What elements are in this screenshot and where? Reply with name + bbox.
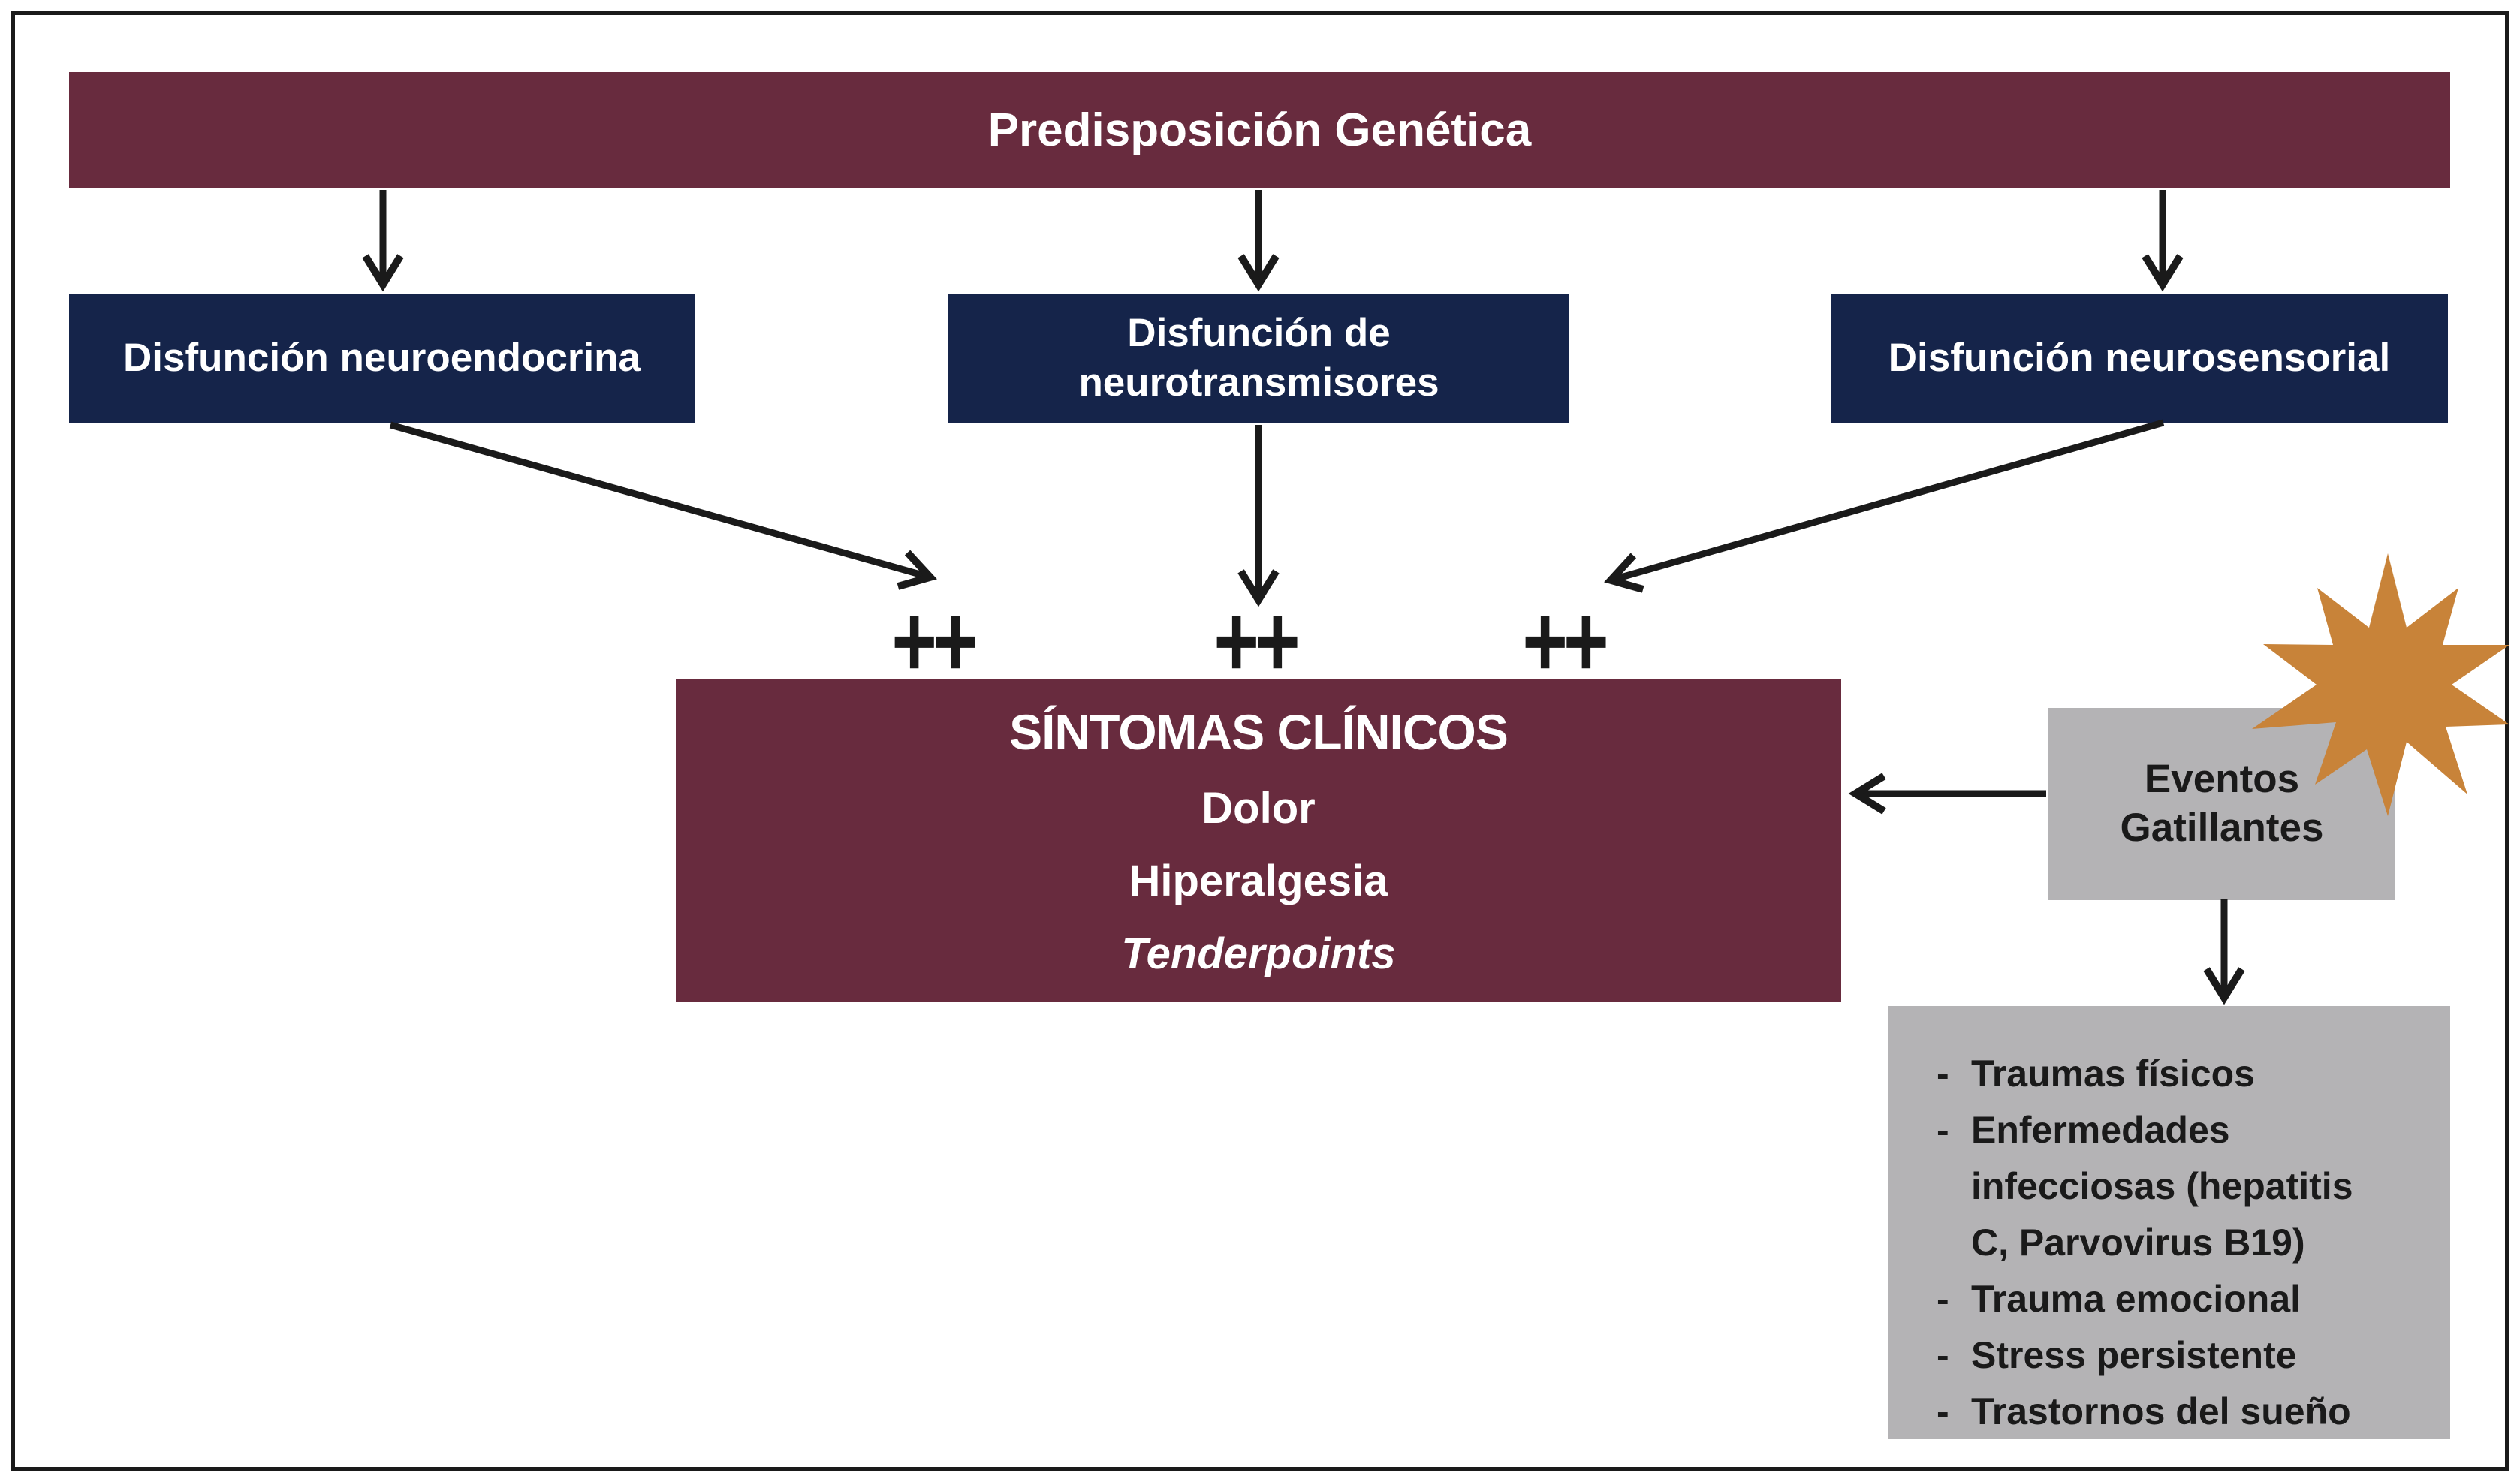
- dysfunction-box-neurosensory: Disfunción neurosensorial: [1831, 294, 2448, 423]
- neurotransmitters-label: Disfunción de neurotransmisores: [1078, 310, 1439, 405]
- plus-plus-text: ++: [1522, 583, 1608, 699]
- list-row: - Traumas físicos: [1937, 1045, 2429, 1101]
- list-bullet: -: [1937, 1333, 1949, 1376]
- list-row: - Trauma emocional: [1937, 1270, 2429, 1327]
- neurosensory-label: Disfunción neurosensorial: [1888, 335, 2391, 380]
- list-row: - Stress persistente: [1937, 1327, 2429, 1383]
- list-row: infecciosas (hepatitis: [1937, 1158, 2429, 1214]
- list-text: Stress persistente: [1971, 1333, 2297, 1376]
- list-text: Traumas físicos: [1971, 1052, 2255, 1095]
- plus-plus-text: ++: [1213, 583, 1300, 699]
- plus-plus-text: ++: [891, 583, 978, 699]
- clinical-symptoms-box: SÍNTOMAS CLÍNICOS Dolor Hiperalgesia Ten…: [676, 679, 1841, 1002]
- plus-plus-marker-left: ++: [850, 584, 1015, 699]
- list-row: - Enfermedades: [1937, 1101, 2429, 1158]
- list-row: - Trastornos del sueño: [1937, 1383, 2429, 1439]
- list-bullet: -: [1937, 1390, 1949, 1432]
- list-text: infecciosas (hepatitis: [1971, 1164, 2353, 1207]
- trigger-events-line2: Gatillantes: [2120, 806, 2324, 850]
- symptoms-line-tenderpoints: Tenderpoints: [1121, 929, 1396, 978]
- symptoms-title: SÍNTOMAS CLÍNICOS: [1009, 703, 1509, 760]
- genetic-predisposition-label: Predisposición Genética: [987, 104, 1532, 156]
- list-text: Trastornos del sueño: [1971, 1390, 2351, 1432]
- trigger-events-box: Eventos Gatillantes: [2048, 708, 2395, 900]
- dysfunction-box-neuroendocrine: Disfunción neuroendocrina: [69, 294, 695, 423]
- plus-plus-marker-middle: ++: [1172, 584, 1337, 699]
- list-row: C, Parvovirus B19): [1937, 1214, 2429, 1270]
- trigger-list-box: - Traumas físicos - Enfermedades infecci…: [1888, 1006, 2450, 1439]
- symptoms-line-hiperalgesia: Hiperalgesia: [1129, 856, 1388, 905]
- list-bullet: -: [1937, 1108, 1949, 1151]
- list-bullet: -: [1937, 1277, 1949, 1320]
- trigger-events-line1: Eventos: [2144, 757, 2300, 802]
- symptoms-line-dolor: Dolor: [1201, 783, 1316, 833]
- list-text: Enfermedades: [1971, 1108, 2230, 1151]
- dysfunction-box-neurotransmitters: Disfunción de neurotransmisores: [948, 294, 1569, 423]
- genetic-predisposition-banner: Predisposición Genética: [69, 72, 2450, 188]
- list-bullet: -: [1937, 1052, 1949, 1095]
- plus-plus-marker-right: ++: [1481, 584, 1646, 699]
- list-text: C, Parvovirus B19): [1971, 1221, 2305, 1264]
- neuroendocrine-label: Disfunción neuroendocrina: [122, 335, 641, 380]
- list-text: Trauma emocional: [1971, 1277, 2301, 1320]
